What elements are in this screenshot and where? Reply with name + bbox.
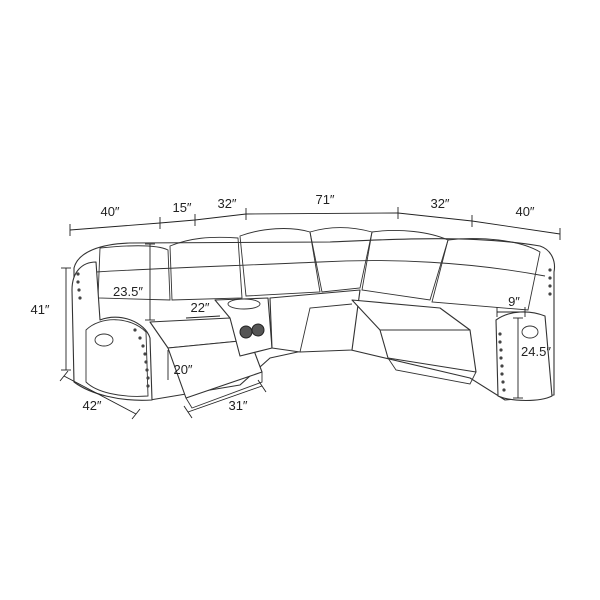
back-cushion-corner <box>309 227 373 293</box>
label-seat-height: 20″ <box>173 362 192 377</box>
dimension-lines <box>59 207 561 420</box>
right-arm-studs <box>498 268 552 392</box>
right-footrest-mechanism <box>387 357 477 385</box>
back-cushion-left-2 <box>169 236 243 301</box>
cup-holder-2 <box>251 323 265 337</box>
console-top <box>227 298 261 310</box>
corner-seat <box>269 289 361 353</box>
label-top-right-seat-width: 32″ <box>430 196 449 211</box>
label-console-width: 22″ <box>190 300 209 315</box>
label-footrest-length: 31″ <box>228 398 247 413</box>
cup-holder-1 <box>239 325 253 339</box>
console-width-line <box>185 315 221 319</box>
footrest-length-line <box>187 385 263 413</box>
label-back-height: 23.5″ <box>113 284 143 299</box>
corner-seat-front <box>299 303 353 353</box>
left-footrest-mechanism <box>185 372 263 409</box>
right-arm-button <box>521 325 539 339</box>
back-cushion-right-2 <box>431 238 541 311</box>
label-top-left-seat-width: 32″ <box>217 196 236 211</box>
sectional-sofa-drawing <box>71 227 556 409</box>
dimension-labels: 40″ 15″ 32″ 71″ 32″ 40″ 41″ 23.5″ 22″ 20… <box>30 192 551 413</box>
label-top-corner-width: 71″ <box>315 192 334 207</box>
label-top-console-width: 15″ <box>172 200 191 215</box>
left-arm-studs <box>76 272 150 388</box>
label-top-left-arm-width: 40″ <box>100 204 119 219</box>
back-cushion-left-3 <box>239 228 321 297</box>
label-top-right-arm-width: 40″ <box>515 204 534 219</box>
label-overall-height: 41″ <box>30 302 49 317</box>
back-stitch-line <box>95 260 546 277</box>
depth-line <box>63 375 137 415</box>
left-arm-front <box>85 319 149 397</box>
label-depth: 42″ <box>82 398 101 413</box>
back-cushion-right-1 <box>361 230 449 301</box>
label-arm-width: 9″ <box>508 294 520 309</box>
label-arm-height: 24.5″ <box>521 344 551 359</box>
left-arm-button <box>94 333 114 347</box>
back-cushion-left-1 <box>97 245 171 301</box>
